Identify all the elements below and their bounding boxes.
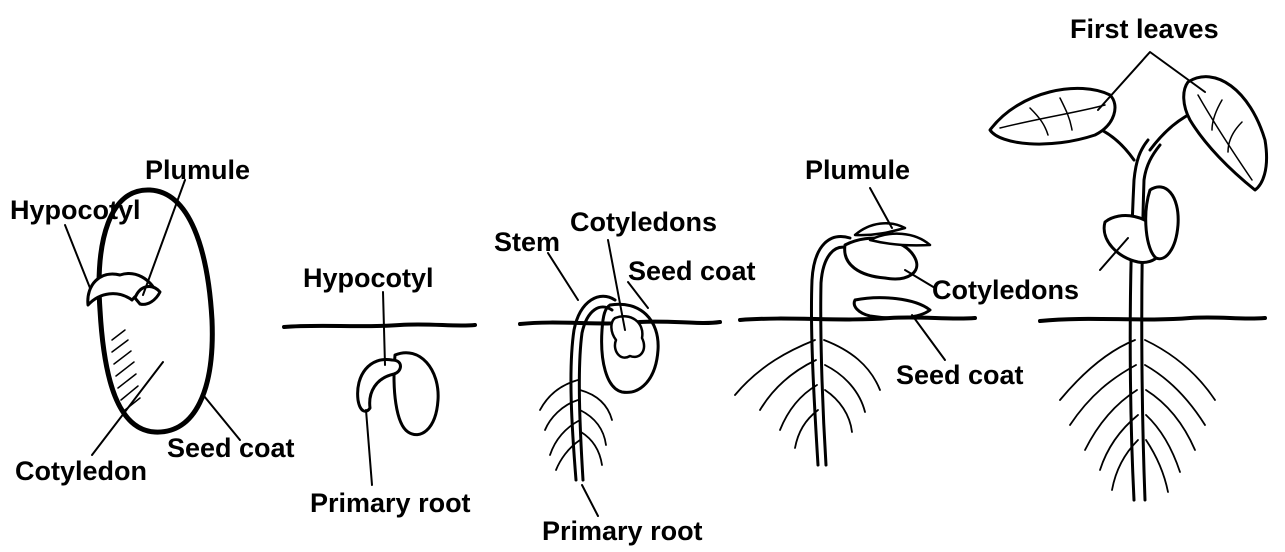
stage3-cotyledons	[611, 316, 644, 357]
soil-line-4	[740, 317, 975, 320]
stage3-seed-coat-label: Seed coat	[628, 258, 756, 285]
stage3-roots	[540, 380, 612, 470]
soil-line-2	[284, 324, 475, 327]
stage3-cotyledons-label: Cotyledons	[570, 209, 717, 236]
stage1-plumule-label: Plumule	[145, 157, 250, 184]
stage5-roots	[1060, 340, 1215, 492]
stage5-leaf-right	[1184, 77, 1267, 190]
stage3-stem-label: Stem	[494, 229, 560, 256]
stage4-seed-coat-label: Seed coat	[896, 362, 1024, 389]
stage4-cotyledons-leader	[905, 270, 935, 288]
stage1-cotyledon-leader	[92, 362, 163, 455]
stage4-seed-coat	[854, 298, 930, 318]
soil-line-5	[1040, 317, 1265, 321]
stage2-seedling	[358, 292, 439, 485]
stage3-primary-root-leader	[582, 485, 598, 516]
stage4-plumule-leader	[870, 188, 892, 228]
stage4-plumule-label: Plumule	[805, 157, 910, 184]
stage2-primary-root-leader	[366, 410, 372, 485]
stage3-stem-leader	[548, 253, 578, 300]
stage3-primary-root-label: Primary root	[542, 518, 703, 545]
stage1-cotyledon-label: Cotyledon	[15, 458, 147, 485]
stage1-seed-coat-label: Seed coat	[167, 435, 295, 462]
stage2-primary-root-label: Primary root	[310, 490, 471, 517]
soil-surface-lines	[284, 317, 1265, 327]
stage4-seed-coat-leader	[912, 315, 945, 360]
stage5-cotyledon-right	[1146, 187, 1178, 259]
stage1-seed-coat	[99, 190, 212, 432]
stage1-hypocotyl-label: Hypocotyl	[10, 197, 141, 224]
stage5-first-leaves-label: First leaves	[1070, 16, 1219, 43]
stage4-stem	[811, 237, 850, 465]
stage2-hypocotyl-label: Hypocotyl	[303, 265, 434, 292]
stage1-plumule-leader	[143, 180, 185, 295]
stage4-cotyledons-label: Cotyledons	[932, 277, 1079, 304]
stage1-hypocotyl-leader	[65, 225, 90, 288]
stage2-hypocotyl-leader	[383, 292, 385, 365]
stage4-seedling	[735, 188, 945, 465]
stage4-roots	[735, 340, 880, 448]
